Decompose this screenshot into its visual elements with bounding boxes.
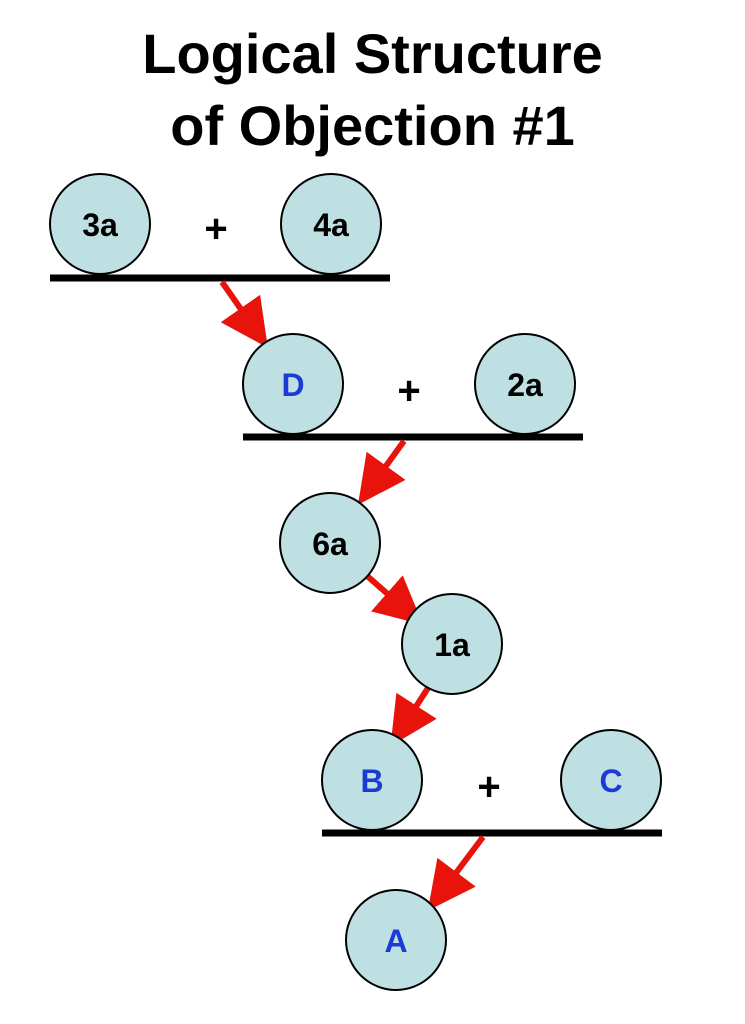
plus-operator-1: + bbox=[204, 207, 227, 251]
node-C: C bbox=[560, 729, 662, 831]
node-1a: 1a bbox=[401, 593, 503, 695]
node-3a-label: 3a bbox=[82, 207, 118, 243]
title-line-1: Logical Structure bbox=[142, 22, 603, 85]
node-3a: 3a bbox=[49, 173, 151, 275]
title-line-2: of Objection #1 bbox=[170, 94, 575, 157]
plus-operator-3: + bbox=[477, 765, 500, 809]
node-D: D bbox=[242, 333, 344, 435]
arrow-3a4a-to-D bbox=[219, 280, 268, 348]
node-B: B bbox=[321, 729, 423, 831]
arrow-D2a-to-6a bbox=[357, 439, 407, 505]
node-1a-label: 1a bbox=[434, 627, 470, 663]
node-D-label: D bbox=[281, 367, 304, 403]
node-B-label: B bbox=[360, 763, 383, 799]
node-A-label: A bbox=[384, 923, 407, 959]
node-2a: 2a bbox=[474, 333, 576, 435]
node-4a: 4a bbox=[280, 173, 382, 275]
node-C-label: C bbox=[599, 763, 622, 799]
node-4a-label: 4a bbox=[313, 207, 349, 243]
node-6a-label: 6a bbox=[312, 526, 348, 562]
arrow-BC-to-A bbox=[427, 835, 486, 911]
plus-operator-2: + bbox=[397, 369, 420, 413]
arrow-6a-to-1a bbox=[364, 572, 424, 625]
node-2a-label: 2a bbox=[507, 367, 543, 403]
node-A: A bbox=[345, 889, 447, 991]
arrow-1a-to-B bbox=[390, 686, 437, 747]
node-6a: 6a bbox=[279, 492, 381, 594]
